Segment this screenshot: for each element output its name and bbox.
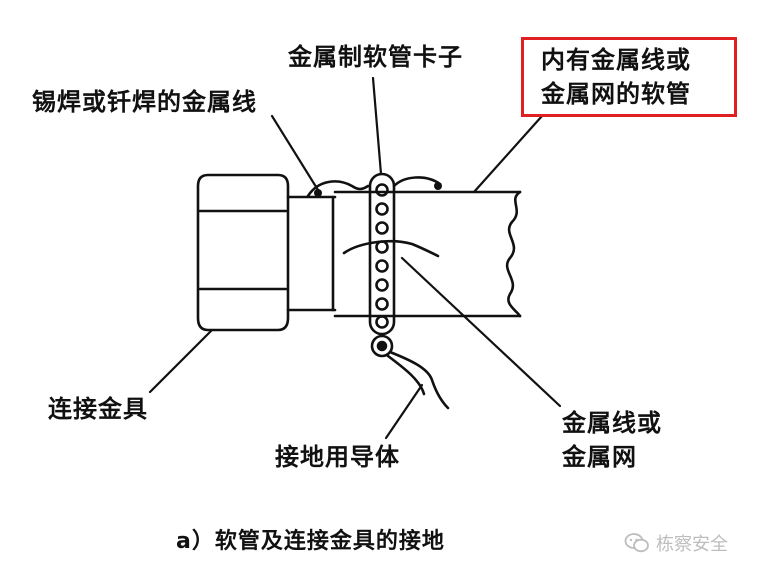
solder-wire-label: 锡焊或钎焊的金属线 bbox=[32, 88, 257, 116]
wire-mesh-label: 金属线或 金属网 bbox=[562, 406, 662, 474]
inner-wire-mesh bbox=[342, 239, 440, 258]
connector-fitting bbox=[196, 173, 337, 332]
watermark: 栋察安全 bbox=[624, 530, 728, 556]
hose-label: 内有金属线或 金属网的软管 bbox=[541, 43, 691, 111]
wire-mesh-label-line-2: 金属网 bbox=[562, 443, 637, 471]
wechat-icon bbox=[624, 533, 649, 553]
hose-body bbox=[333, 190, 522, 318]
watermark-text: 栋察安全 bbox=[656, 534, 728, 555]
ground-conductor-label: 接地用导体 bbox=[275, 443, 400, 471]
wire-mesh-label-line-1: 金属线或 bbox=[562, 409, 662, 437]
soldered-wires bbox=[306, 176, 442, 198]
hose-clamp bbox=[368, 172, 396, 358]
hose-label-line-2: 金属网的软管 bbox=[541, 80, 691, 108]
clamp-label: 金属制软管卡子 bbox=[288, 43, 463, 71]
hose-label-highlight-box: 内有金属线或 金属网的软管 bbox=[521, 37, 737, 117]
figure-caption: a）软管及连接金具的接地 bbox=[176, 529, 445, 554]
grounding-conductor bbox=[386, 350, 450, 410]
connector-label: 连接金具 bbox=[48, 395, 148, 423]
leader-lines bbox=[148, 76, 562, 440]
hose-label-line-1: 内有金属线或 bbox=[541, 46, 691, 74]
